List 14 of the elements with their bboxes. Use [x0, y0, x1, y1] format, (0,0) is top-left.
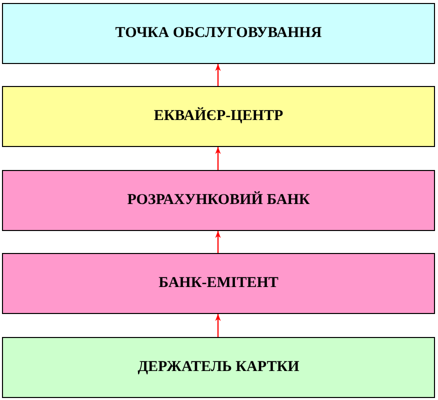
arrow — [215, 147, 221, 170]
box-label: БАНК-ЕМІТЕНТ — [158, 274, 278, 292]
box-label: ЕКВАЙЄР-ЦЕНТР — [154, 108, 284, 126]
process-box — [2, 337, 435, 398]
process-box — [2, 170, 435, 231]
process-box — [2, 3, 435, 64]
process-box — [2, 253, 435, 314]
process-box — [2, 86, 435, 147]
arrow — [215, 314, 221, 337]
box-label: РОЗРАХУНКОВИЙ БАНК — [127, 192, 310, 210]
arrow — [215, 64, 221, 86]
box-label: ДЕРЖАТЕЛЬ КАРТКИ — [138, 358, 300, 376]
arrow — [215, 231, 221, 253]
box-label: ТОЧКА ОБСЛУГОВУВАННЯ — [115, 24, 322, 42]
